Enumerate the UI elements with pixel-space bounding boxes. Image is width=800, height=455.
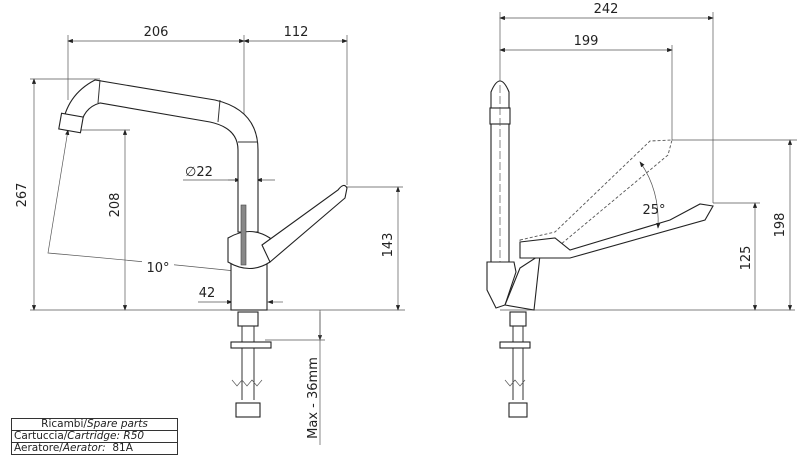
dim-10-label-background: [142, 259, 174, 275]
dim-242-label: 242: [594, 2, 619, 17]
aerator-value: 81A: [112, 443, 133, 454]
dim-10-label: 10°: [146, 261, 169, 276]
hose-fitting: [237, 311, 259, 327]
spare-parts-title: Ricambi/Spare parts: [12, 419, 177, 431]
supply-hoses-side: [499, 311, 531, 418]
cartridge-value: R50: [123, 431, 145, 442]
lever-handle: [261, 184, 348, 263]
dim-206-label: 206: [144, 25, 169, 40]
front-view: 206 112 267 208 ∅22 143 10° 42 Max - 36m…: [15, 25, 405, 445]
spout-side: [490, 80, 510, 263]
aerator-row: Aeratore/Aerator: 81A: [12, 443, 177, 455]
cartridge-english: Cartridge:: [67, 431, 121, 442]
cartridge-italian: Cartuccia/: [14, 431, 68, 442]
dim-143-label: 143: [381, 233, 396, 258]
spare-parts-table: Ricambi/Spare parts Cartuccia/Cartridge:…: [11, 418, 178, 455]
dim-42-label: 42: [199, 286, 216, 301]
title-english: Spare parts: [86, 419, 148, 430]
spout-joint: [97, 79, 101, 104]
center-rod: [240, 204, 247, 266]
dim-125-label: 125: [739, 246, 754, 271]
aerator-italian: Aeratore/: [14, 443, 63, 454]
aerator-english: Aerator:: [62, 443, 106, 454]
cartridge-row: Cartuccia/Cartridge: R50: [12, 431, 177, 443]
spout-joint: [217, 99, 221, 123]
spout: [61, 79, 259, 233]
hose-nut: [508, 402, 528, 418]
title-italian: Ricambi/: [41, 419, 87, 430]
hose-nut: [235, 402, 261, 418]
dim-267-label: 267: [15, 183, 30, 208]
supply-hoses: [230, 311, 272, 418]
mounting-plate: [499, 341, 531, 349]
handle-hub: [227, 230, 271, 270]
dim-25-label: 25°: [642, 203, 665, 218]
lever-raised-outline: [519, 139, 673, 251]
mounting-plate: [230, 341, 272, 349]
dim-199-label: 199: [574, 34, 599, 49]
lever-side: [519, 203, 714, 259]
side-view: 242 199 25° 125 198: [486, 2, 797, 418]
dim-208-label: 208: [108, 193, 123, 218]
hose-fitting: [509, 311, 527, 327]
dim-22-label: ∅22: [185, 165, 213, 180]
break-line: [231, 379, 263, 387]
dim-112-label: 112: [284, 25, 309, 40]
break-line: [504, 379, 526, 387]
aerator: [58, 112, 84, 134]
max-36mm-label: Max - 36mm: [306, 357, 321, 439]
dim-25-arc: [639, 161, 661, 229]
dim-198-label: 198: [773, 213, 788, 238]
dim-10-arc: [47, 129, 246, 273]
